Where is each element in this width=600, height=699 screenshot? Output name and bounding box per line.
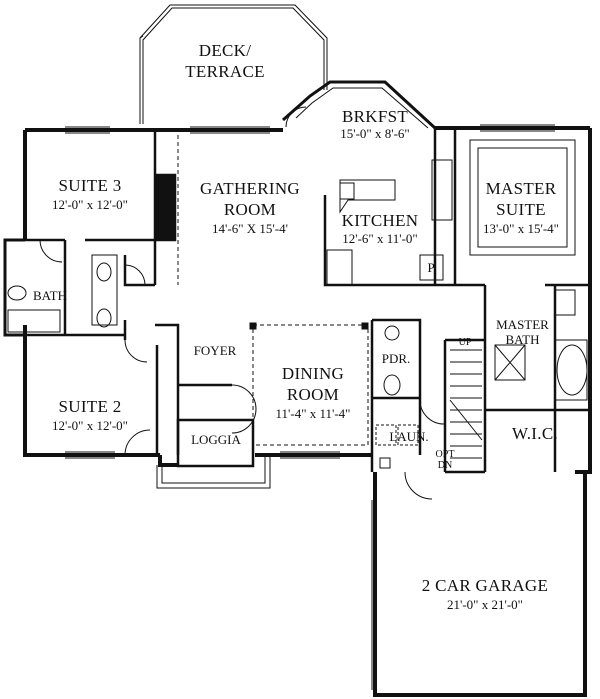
dining-dims: 11'-4" x 11'-4" xyxy=(275,406,351,421)
garage-dims: 21'-0" x 21'-0" xyxy=(447,597,523,612)
gathering-name-line1: GATHERING xyxy=(200,179,300,198)
gathering-name-line2: ROOM xyxy=(223,200,277,219)
dining-name-line2: ROOM xyxy=(286,385,340,404)
deck-label: DECK/ TERRACE xyxy=(175,42,275,80)
gathering-room-label: GATHERING ROOM 14'-6" X 15'-4' xyxy=(190,180,310,235)
kitchen-label: KITCHEN 12'-6" x 11'-0" xyxy=(330,212,430,245)
breakfast-label: BRKFST 15'-0" x 8'-6" xyxy=(310,108,440,140)
suite2-label: SUITE 2 12'-0" x 12'-0" xyxy=(30,398,150,432)
powder-room-label: PDR. xyxy=(381,351,411,366)
dining-name-line1: DINING xyxy=(281,364,345,383)
deck-outline xyxy=(139,4,328,124)
master-suite-dims: 13'-0" x 15'-4" xyxy=(483,221,559,236)
dining-room-label: DINING ROOM 11'-4" x 11'-4" xyxy=(258,365,368,420)
bath-label: BATH xyxy=(33,288,67,303)
garage-label: 2 CAR GARAGE 21'-0" x 21'-0" xyxy=(390,577,580,611)
deck-name-line2: TERRACE xyxy=(185,62,265,81)
kitchen-name: KITCHEN xyxy=(341,211,419,230)
master-bath-label: MASTER BATH xyxy=(490,318,555,346)
suite2-name: SUITE 2 xyxy=(58,397,122,416)
stairs-opt-text: OPT xyxy=(435,449,455,460)
stairs-up-label: UP xyxy=(458,337,472,348)
interior-walls xyxy=(25,128,590,474)
pantry-label: P. xyxy=(427,260,437,275)
stairs-opt-label: OPT DN xyxy=(430,450,460,471)
suite2-dims: 12'-0" x 12'-0" xyxy=(52,418,128,433)
kitchen-dims: 12'-6" x 11'-0" xyxy=(342,231,418,246)
deck-name-line1: DECK/ xyxy=(198,41,252,60)
breakfast-dims: 15'-0" x 8'-6" xyxy=(340,126,410,141)
master-suite-name-line1: MASTER xyxy=(485,179,557,198)
master-suite-name-line2: SUITE xyxy=(496,200,546,219)
suite3-label: SUITE 3 12'-0" x 12'-0" xyxy=(30,177,150,211)
suite3-name: SUITE 3 xyxy=(58,176,122,195)
master-bath-name-line2: BATH xyxy=(505,332,540,347)
master-suite-label: MASTER SUITE 13'-0" x 15'-4" xyxy=(465,180,577,235)
breakfast-bay xyxy=(282,80,437,130)
garage-name: 2 CAR GARAGE xyxy=(421,576,549,595)
details xyxy=(7,124,588,696)
master-bath-name-line1: MASTER xyxy=(496,317,549,332)
wic-label: W.I.C. xyxy=(511,424,559,443)
foyer-label: FOYER xyxy=(193,343,237,358)
laundry-label: LAUN. xyxy=(389,429,429,444)
breakfast-name: BRKFST xyxy=(341,107,409,126)
suite3-dims: 12'-0" x 12'-0" xyxy=(52,197,128,212)
exterior-walls xyxy=(3,126,592,697)
loggia-label: LOGGIA xyxy=(191,432,241,447)
gathering-dims: 14'-6" X 15'-4' xyxy=(212,221,288,236)
stairs-dn-text: DN xyxy=(437,460,453,471)
